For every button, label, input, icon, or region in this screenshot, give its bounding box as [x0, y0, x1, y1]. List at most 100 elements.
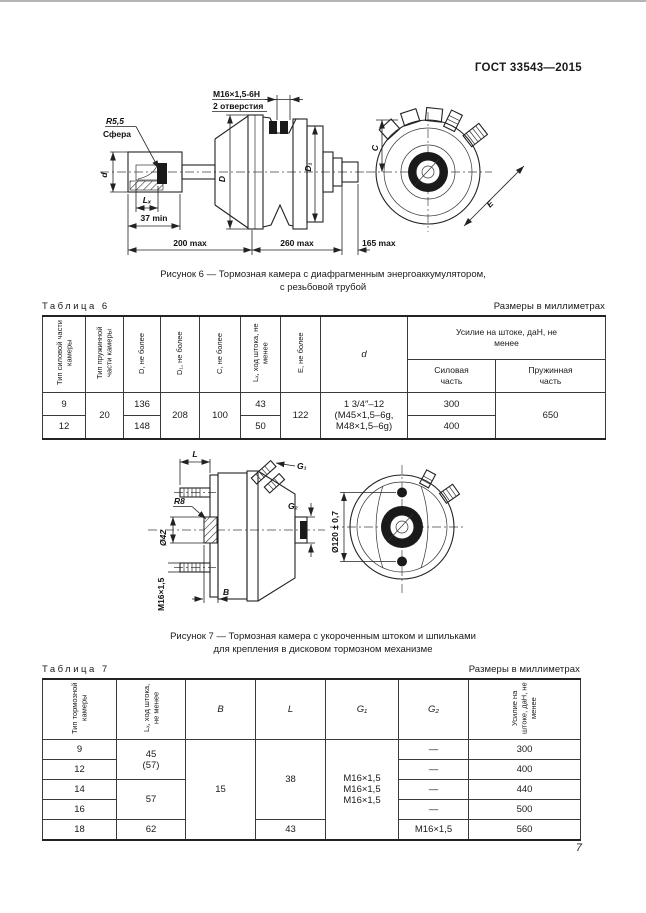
t7-cell-force-r2: 400: [468, 759, 581, 780]
fig7-label-thread: М16×1,5: [156, 577, 166, 611]
fig6-label-E: E: [484, 198, 495, 209]
t6-cell-E: 122: [280, 392, 321, 439]
t7-cell-B: 15: [185, 739, 256, 840]
t7-cell-G1-line3: М16×1,5: [343, 794, 381, 806]
t7-cell-G2-r2: —: [398, 759, 469, 780]
t7-cell-G1-line1: М16×1,5: [343, 772, 381, 784]
page-number: 7: [575, 842, 582, 854]
t6-cell-D1: 208: [160, 392, 200, 439]
table6-title: Таблица 6: [42, 301, 110, 312]
t7-header-G2: G₂: [398, 678, 469, 740]
fig6-label-d: d: [99, 172, 109, 178]
doc-code: ГОСТ 33543—2015: [474, 62, 582, 74]
t7-header-G1: G₁: [325, 678, 399, 740]
table7-heading-row: Таблица 7 Размеры в миллиметрах: [42, 664, 580, 675]
fig6-label-200max: 200 max: [173, 238, 207, 248]
t7-cell-type-r5: 18: [42, 819, 117, 840]
t6-header-type-spring: Тип пружинной части камеры: [85, 315, 124, 393]
t7-cell-lx-r12-line1: 45: [145, 748, 157, 760]
t7-cell-lx-r12: 45 (57): [116, 739, 186, 780]
fig7-label-d120: Ø120 ± 0,7: [330, 511, 340, 553]
fig7-label-B: B: [223, 587, 229, 597]
fig6-label-260max: 260 max: [280, 238, 314, 248]
t7-cell-G2-r1: —: [398, 739, 469, 760]
t7-cell-type-r4: 16: [42, 799, 117, 820]
table6: Тип силовой части камеры Тип пружинной ч…: [42, 315, 606, 440]
t7-header-type: Тип тормозной камеры: [42, 678, 117, 740]
t6-cell-D-r2: 148: [123, 415, 161, 439]
t6-cell-type-spring: 20: [85, 392, 124, 439]
fig6-label-sphere: Сфера: [103, 129, 131, 139]
t7-cell-lx-r5: 62: [116, 819, 186, 840]
t6-header-force-power: Силовая часть: [407, 358, 496, 394]
t7-cell-G1: М16×1,5 М16×1,5 М16×1,5: [325, 739, 399, 840]
t6-header-D: D, не более: [123, 315, 161, 393]
t6-cell-type-power-r2: 12: [42, 415, 86, 439]
fig6-end-view: C E: [366, 106, 525, 232]
t6-header-force-group: Усилие на штоке, даН, не менее: [407, 315, 606, 360]
t7-header-force: Усилие на штоке, даН, не менее: [468, 678, 581, 740]
t7-cell-lx-r12-line2: (57): [142, 759, 160, 771]
t6-header-d: d: [320, 315, 408, 393]
t6-header-C: C, не более: [199, 315, 241, 393]
t7-cell-L-r5: 43: [255, 819, 326, 840]
table7-units: Размеры в миллиметрах: [468, 664, 580, 675]
t6-cell-type-power-r1: 9: [42, 392, 86, 416]
t7-cell-G2-r4: —: [398, 799, 469, 820]
t7-header-lx: Lₓ, ход штока, не менее: [116, 678, 186, 740]
fig7-label-d42: Ø42: [158, 530, 168, 546]
t6-cell-force-power-r2: 400: [407, 415, 496, 439]
t7-cell-type-r3: 14: [42, 779, 117, 800]
figure6-caption-line2: с резьбовой трубой: [279, 282, 367, 293]
t6-cell-force-spring: 650: [495, 392, 606, 439]
t6-cell-lx-r1: 43: [240, 392, 281, 416]
t7-header-L: L: [255, 678, 326, 740]
fig6-label-radius: R5,5: [106, 116, 124, 126]
fig6-side-view: d R5,5 Сфера: [99, 89, 396, 255]
t7-cell-L-r14: 38: [255, 739, 326, 820]
figure7-drawing: L М16×1,5 R8 Ø42: [148, 449, 464, 611]
t6-cell-d-line2: (М45×1,5–6g,: [334, 409, 394, 421]
fig6-label-thread: М16×1,5-6H: [213, 89, 260, 99]
t7-cell-type-r2: 12: [42, 759, 117, 780]
fig6-label-D1: D₁: [303, 162, 313, 171]
fig7-side-view: L М16×1,5 R8 Ø42: [148, 449, 325, 611]
fig7-label-G2: G₂: [288, 501, 299, 511]
t7-cell-type-r1: 9: [42, 739, 117, 760]
t6-cell-D-r1: 136: [123, 392, 161, 416]
t6-cell-d-line1: 1 3/4″–12: [343, 398, 385, 410]
fig6-label-37min: 37 min: [141, 213, 168, 223]
table7: Тип тормозной камеры Lₓ, ход штока, не м…: [42, 678, 581, 841]
t6-header-force-spring: Пружинная часть: [495, 358, 606, 394]
figure6-caption-line1: Рисунок 6 — Тормозная камера с диафрагме…: [160, 269, 486, 280]
t7-header-B: B: [185, 678, 256, 740]
t7-cell-G2-r5: М16×1,5: [398, 819, 469, 840]
figure6-caption: Рисунок 6 — Тормозная камера с диафрагме…: [0, 268, 646, 294]
t6-cell-d: 1 3/4″–12 (М45×1,5–6g, М48×1,5–6g): [320, 392, 408, 439]
figure6-drawing: d R5,5 Сфера: [99, 89, 525, 255]
t6-header-lx: Lₓ, ход штока, не менее: [240, 315, 281, 393]
t7-cell-force-r5: 560: [468, 819, 581, 840]
t7-cell-lx-r34: 57: [116, 779, 186, 820]
t6-cell-C: 100: [199, 392, 241, 439]
figure7-caption: Рисунок 7 — Тормозная камера с укороченн…: [0, 630, 646, 656]
fig6-label-C: C: [370, 144, 380, 151]
fig6-label-D: D: [217, 176, 227, 182]
fig7-label-L: L: [192, 449, 197, 459]
figure7-caption-line2: для крепления в дисковом тормозном механ…: [213, 644, 433, 655]
t7-cell-G2-r3: —: [398, 779, 469, 800]
fig6-label-165max: 165 max: [362, 238, 396, 248]
figure7-caption-line1: Рисунок 7 — Тормозная камера с укороченн…: [170, 631, 476, 642]
fig7-label-G1: G₁: [297, 461, 307, 471]
t7-cell-force-r3: 440: [468, 779, 581, 800]
t6-header-D1: D₁, не более: [160, 315, 200, 393]
fig7-end-view: Ø120 ± 0,7: [330, 465, 464, 595]
t6-header-E: E, не более: [280, 315, 321, 393]
fig7-label-R8: R8: [174, 496, 185, 506]
fig6-label-lx: Lₓ: [143, 195, 152, 205]
table7-title: Таблица 7: [42, 664, 110, 675]
t7-cell-force-r1: 300: [468, 739, 581, 760]
t7-cell-G1-line2: М16×1,5: [343, 783, 381, 795]
fig6-label-holes: 2 отверстия: [213, 101, 263, 111]
